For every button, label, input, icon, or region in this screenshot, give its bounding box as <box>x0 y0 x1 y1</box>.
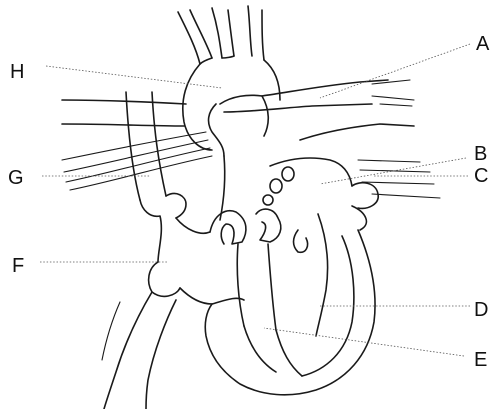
label-h: H <box>10 61 24 83</box>
label-f: F <box>12 255 24 277</box>
pulmonary-trunk <box>209 80 414 156</box>
leader-lines <box>40 44 470 356</box>
leader-line-a <box>320 44 470 98</box>
ventricles <box>205 230 375 395</box>
label-g: G <box>8 167 24 189</box>
right-atrium <box>140 194 212 304</box>
heart-valves <box>210 156 328 336</box>
label-e: E <box>474 349 487 371</box>
aortic-arch <box>178 6 280 150</box>
diagram-labels: A B C D E F G H <box>8 33 490 371</box>
label-c: C <box>474 165 488 187</box>
inferior-vena-cava <box>102 292 176 409</box>
label-b: B <box>474 143 487 165</box>
left-vessels <box>62 100 212 190</box>
label-d: D <box>474 299 488 321</box>
left-atrium <box>263 124 440 230</box>
label-a: A <box>476 33 490 55</box>
